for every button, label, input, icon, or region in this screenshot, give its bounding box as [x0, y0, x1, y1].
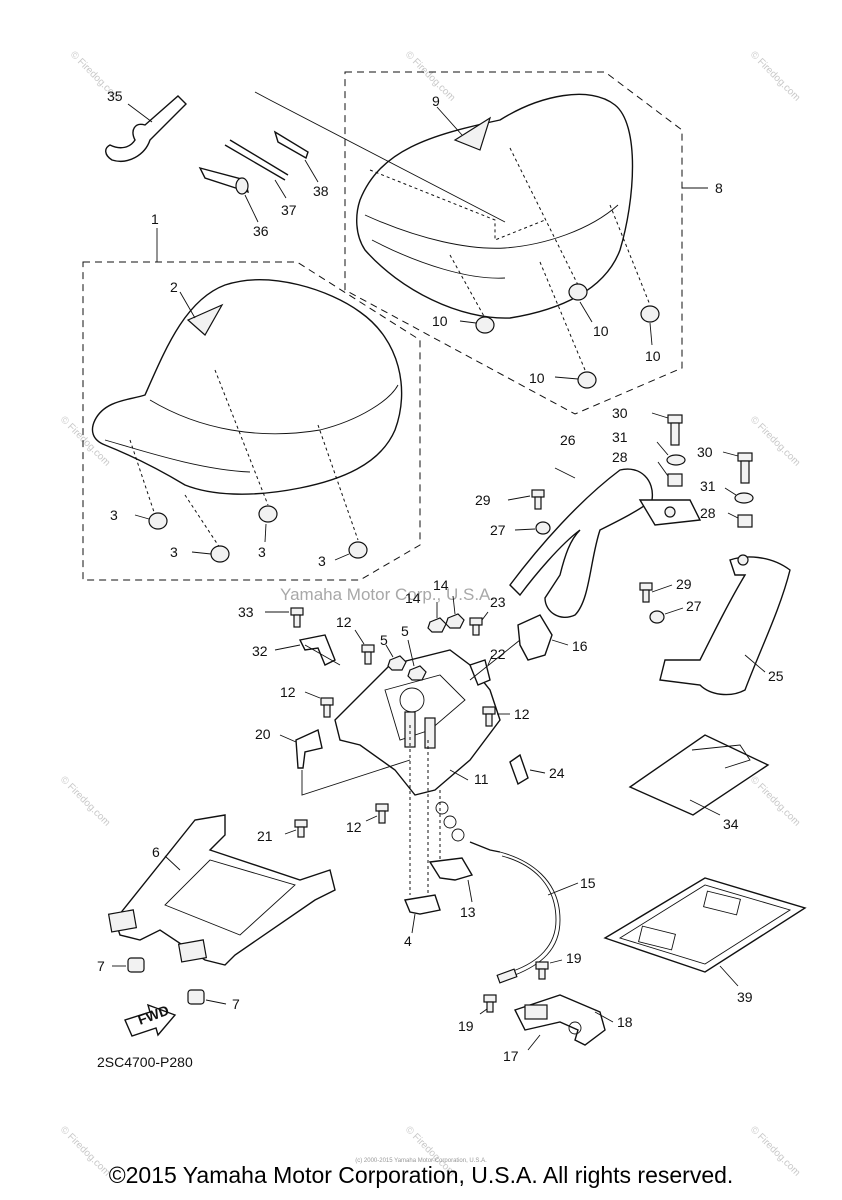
tool-kit-parts: [105, 91, 506, 223]
seat-frame: [107, 814, 336, 1037]
callout-38: 38: [313, 183, 329, 199]
callout-15: 15: [580, 875, 596, 891]
lock-cover: [517, 614, 553, 661]
callout-20: 20: [255, 726, 271, 742]
callout-36: 36: [253, 223, 269, 239]
callout-4: 4: [404, 933, 412, 949]
callout-28: 28: [700, 505, 716, 521]
callout-31: 31: [700, 478, 716, 494]
callout-28: 28: [612, 449, 628, 465]
callout-5: 5: [401, 623, 409, 639]
callout-29: 29: [475, 492, 491, 508]
lock-plate: [514, 994, 606, 1046]
callout-9: 9: [432, 93, 440, 109]
callout-10: 10: [529, 370, 545, 386]
front-seat-frame: [82, 261, 421, 581]
callout-33: 33: [238, 604, 254, 620]
callout-39: 39: [737, 989, 753, 1005]
callout-34: 34: [723, 816, 739, 832]
callout-10: 10: [593, 323, 609, 339]
callout-14: 14: [405, 590, 421, 606]
callout-3: 3: [110, 507, 118, 523]
callout-12: 12: [336, 614, 352, 630]
callout-32: 32: [252, 643, 268, 659]
callout-numbers: 1 2 3 3 3 3 4 5 5 6 7 7 8 9 10 10 10 10 …: [97, 88, 784, 1064]
callout-14: 14: [433, 577, 449, 593]
screwdriver: [273, 130, 309, 160]
watermark: © Firedog.com: [748, 414, 802, 468]
owner-manuals: [603, 734, 807, 987]
callout-7: 7: [97, 958, 105, 974]
callout-31: 31: [612, 429, 628, 445]
callout-12: 12: [514, 706, 530, 722]
callout-12: 12: [346, 819, 362, 835]
callout-11: 11: [474, 771, 489, 787]
wrench: [105, 95, 187, 162]
callout-16: 16: [572, 638, 588, 654]
manual-pouch: [628, 734, 770, 816]
rear-seat-assembly: [344, 71, 708, 415]
callout-35: 35: [107, 88, 123, 104]
rear-seat: [356, 93, 634, 319]
front-seat-assembly: [82, 228, 421, 581]
seat-lock-cable: [469, 841, 579, 984]
center-watermark: Yamaha Motor Corp., U.S.A.: [280, 585, 495, 604]
seat-lock-assembly: [265, 595, 569, 934]
callout-27: 27: [686, 598, 702, 614]
callout-3: 3: [318, 553, 326, 569]
watermark: © Firedog.com: [58, 774, 112, 828]
front-seat-cover: [186, 303, 224, 336]
callout-24: 24: [549, 765, 565, 781]
fwd-arrow: [124, 1003, 177, 1037]
callout-5: 5: [380, 632, 388, 648]
callout-37: 37: [281, 202, 297, 218]
callout-13: 13: [460, 904, 476, 920]
rear-seat-frame: [344, 71, 683, 415]
callout-10: 10: [645, 348, 661, 364]
callout-12: 12: [280, 684, 296, 700]
callout-22: 22: [490, 646, 506, 662]
callout-29: 29: [676, 576, 692, 592]
callout-3: 3: [258, 544, 266, 560]
callout-17: 17: [503, 1048, 519, 1064]
callout-8: 8: [715, 180, 723, 196]
watermark: © Firedog.com: [748, 49, 802, 103]
callout-18: 18: [617, 1014, 633, 1030]
callout-2: 2: [170, 279, 178, 295]
callout-19: 19: [566, 950, 582, 966]
callout-23: 23: [490, 594, 506, 610]
seat-hook: [404, 894, 441, 915]
callout-19: 19: [458, 1018, 474, 1034]
diagram-code: 2SC4700-P280: [97, 1054, 193, 1070]
rear-seat-cover: [453, 116, 492, 151]
callout-26: 26: [560, 432, 576, 448]
seat-bracket: [114, 814, 336, 966]
front-seat: [91, 279, 403, 495]
callout-27: 27: [490, 522, 506, 538]
lock-lever: [428, 857, 474, 881]
watermark: © Firedog.com: [748, 774, 802, 828]
callout-7: 7: [232, 996, 240, 1012]
grab-bars: [507, 412, 791, 696]
small-copyright: (c) 2000-2015 Yamaha Motor Corporation, …: [355, 1158, 487, 1164]
rear-grab-bar-left: [509, 468, 654, 618]
callout-30: 30: [697, 444, 713, 460]
copyright-notice: ©2015 Yamaha Motor Corporation, U.S.A. A…: [108, 1162, 734, 1188]
callout-25: 25: [768, 668, 784, 684]
callout-6: 6: [152, 844, 160, 860]
rear-grab-bar-right: [659, 556, 791, 696]
callout-10: 10: [432, 313, 448, 329]
owners-manual: [603, 877, 807, 973]
callout-21: 21: [257, 828, 273, 844]
lock-mechanism: [479, 959, 614, 1051]
watermark: © Firedog.com: [403, 49, 457, 103]
callout-30: 30: [612, 405, 628, 421]
callout-1: 1: [151, 211, 159, 227]
callout-3: 3: [170, 544, 178, 560]
